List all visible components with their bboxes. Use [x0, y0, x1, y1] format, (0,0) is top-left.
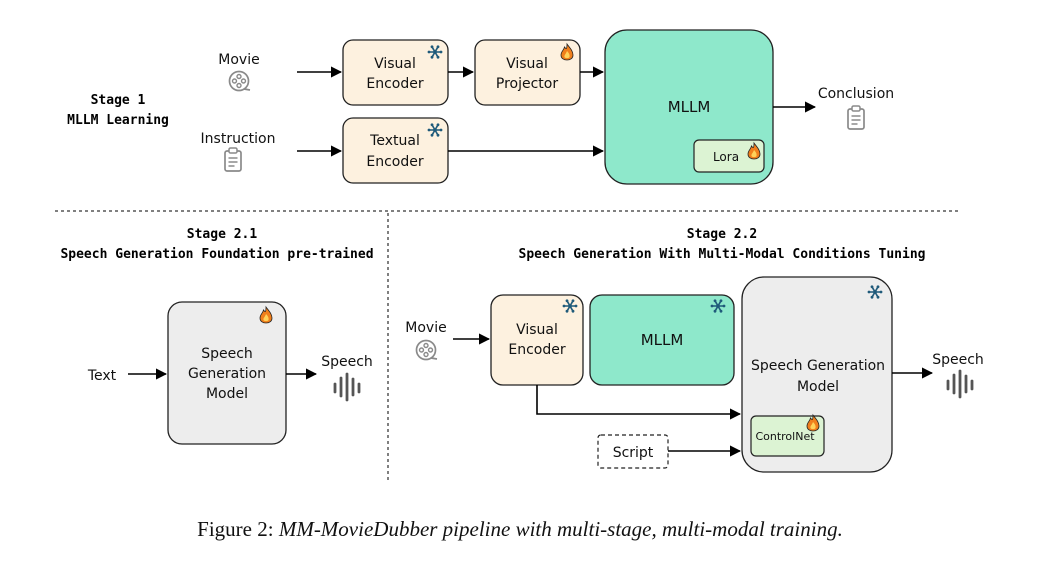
svg-text:MLLM Learning: MLLM Learning [67, 113, 169, 128]
stage1-visual-encoder: Visual Encoder [342, 39, 449, 106]
svg-text:Lora: Lora [713, 150, 739, 164]
svg-text:Generation: Generation [188, 366, 266, 382]
svg-text:MLLM: MLLM [668, 98, 711, 116]
figure-caption: Figure 2: MM-MovieDubber pipeline with m… [197, 517, 843, 541]
stage1-instruction-label: Instruction [201, 131, 276, 147]
svg-text:Model: Model [797, 379, 839, 395]
stage1-arrows [297, 66, 817, 157]
stage21-title: Stage 2.1 Speech Generation Foundation p… [60, 227, 373, 262]
film-icon [228, 70, 251, 92]
svg-text:Encoder: Encoder [508, 342, 565, 358]
svg-text:Visual: Visual [506, 56, 548, 72]
stage21-text-label: Text [87, 368, 117, 384]
clipboard-icon [847, 105, 865, 130]
stage22-title: Stage 2.2 Speech Generation With Multi-M… [519, 227, 926, 262]
stage22-mllm: MLLM [589, 294, 735, 386]
svg-text:Textual: Textual [369, 133, 420, 149]
stage21-speech-label: Speech [321, 354, 373, 370]
svg-text:MLLM: MLLM [641, 331, 684, 349]
stage22-visual-encoder: Visual Encoder [490, 294, 584, 386]
stage1-lora: Lora [693, 139, 765, 173]
svg-text:Projector: Projector [496, 76, 558, 92]
stage21-speech-model: Speech Generation Model [167, 301, 287, 445]
svg-text:Model: Model [206, 386, 248, 402]
svg-text:Stage 1: Stage 1 [91, 93, 146, 108]
waveform-icon [946, 369, 974, 399]
stage22-controlnet: ControlNet [750, 414, 825, 457]
svg-text:Speech Generation With Multi-M: Speech Generation With Multi-Modal Condi… [519, 247, 926, 262]
clipboard-icon [224, 147, 242, 172]
stage22-movie-label: Movie [405, 320, 446, 336]
stage22-script: Script [597, 434, 669, 469]
svg-text:Speech: Speech [201, 346, 253, 362]
svg-text:Encoder: Encoder [366, 154, 423, 170]
stage1-title: Stage 1 MLLM Learning [67, 93, 169, 128]
svg-text:Visual: Visual [516, 322, 558, 338]
stage1-visual-projector: Visual Projector [474, 39, 581, 106]
stage1-textual-encoder: Textual Encoder [342, 117, 449, 184]
svg-text:Stage 2.1: Stage 2.1 [187, 227, 258, 242]
svg-text:Visual: Visual [374, 56, 416, 72]
svg-text:Speech Generation Foundation p: Speech Generation Foundation pre-trained [60, 247, 373, 262]
svg-text:Encoder: Encoder [366, 76, 423, 92]
stage22-speech-label: Speech [932, 352, 984, 368]
svg-text:ControlNet: ControlNet [755, 430, 815, 443]
svg-text:Speech Generation: Speech Generation [751, 358, 885, 374]
stage22-arrows [453, 333, 934, 457]
svg-text:Stage 2.2: Stage 2.2 [687, 227, 757, 242]
stage1-conclusion-label: Conclusion [818, 86, 894, 102]
stage1-movie-label: Movie [218, 52, 259, 68]
waveform-icon [333, 372, 361, 402]
svg-text:Script: Script [613, 445, 654, 461]
film-icon [415, 339, 438, 361]
